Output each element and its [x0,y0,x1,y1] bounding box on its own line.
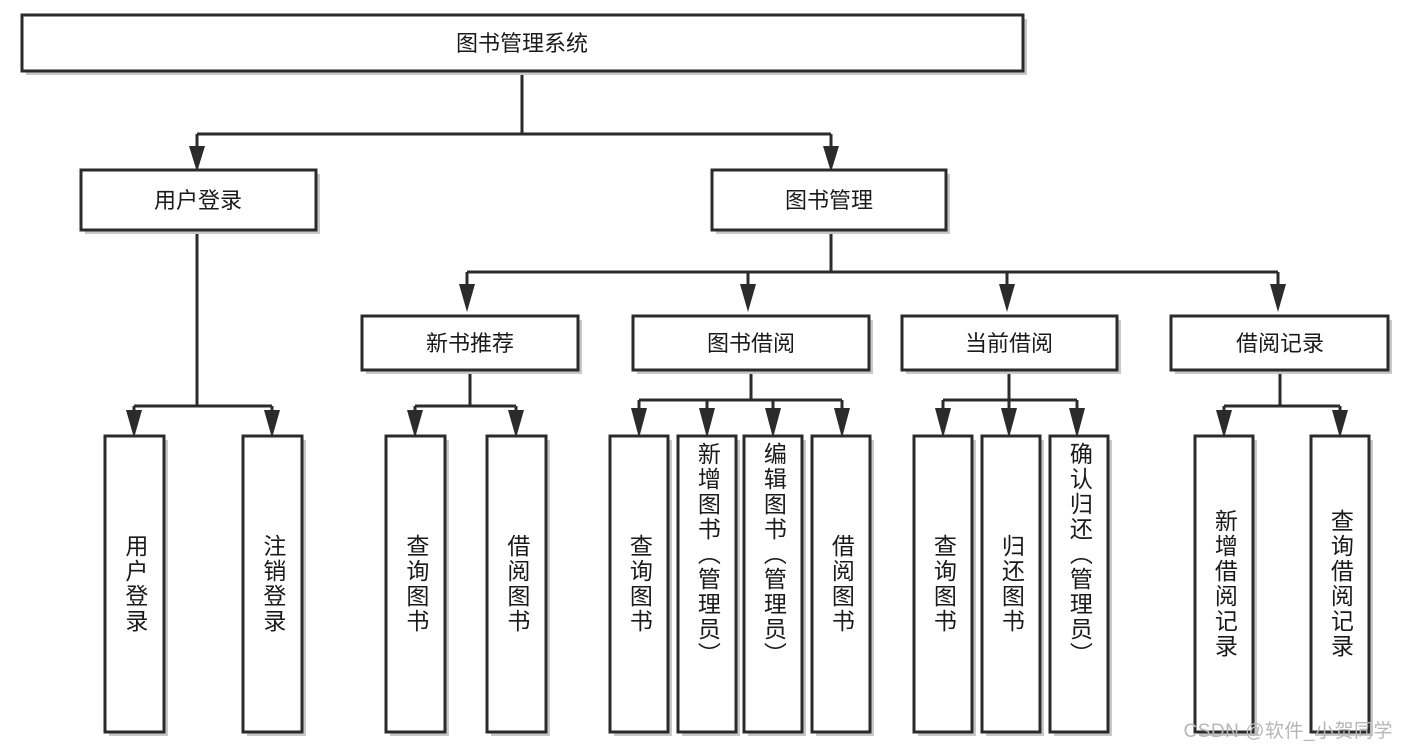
borrow-record-label: 借阅记录 [1236,331,1324,356]
leaf-borrow-book-2[interactable] [810,434,874,736]
arrow-to-user-login [189,146,205,172]
arrow-to-leaf-return-book [1001,408,1017,438]
leaf-query-book-3-box[interactable] [912,434,974,734]
book-borrow-box[interactable] [631,314,871,372]
leaf-query-record-box[interactable] [1309,434,1371,734]
arrow-to-book-borrow [740,284,756,312]
arrow-to-leaf-add-book [699,408,715,438]
node-book-borrow[interactable]: 图书借阅 [631,314,873,374]
node-new-book-recommend[interactable]: 新书推荐 [360,314,582,374]
leaf-borrow-book-1[interactable] [485,434,550,736]
leaf-return-book-box[interactable] [980,434,1042,734]
leaf-borrow-book-2-box[interactable] [810,434,872,734]
leaf-confirm-return-box[interactable] [1048,434,1110,734]
arrow-to-leaf-edit-book [765,408,781,438]
arrow-to-leaf-borrow-book-1 [508,410,524,438]
arrow-to-leaf-user-login [126,410,142,438]
node-borrow-record[interactable]: 借阅记录 [1169,314,1392,374]
connector-root-bus [195,73,833,158]
new-book-recommend-box[interactable] [360,314,580,372]
leaf-logout-box[interactable] [241,434,304,734]
leaf-add-book-box[interactable] [676,434,738,734]
leaf-query-record[interactable] [1309,434,1373,736]
leaf-query-book-1[interactable] [384,434,449,736]
connector-bookmgmt-bus [465,233,1280,288]
arrow-to-book-management [823,146,839,172]
connector-bookborrow-bus [637,373,844,418]
arrow-to-current-borrow [999,284,1015,312]
leaf-edit-book-box[interactable] [742,434,804,734]
arrow-to-leaf-query-book-3 [935,408,951,438]
root-label: 图书管理系统 [456,31,588,56]
watermark: CSDN @软件_小贺同学 [1183,721,1393,742]
book-management-label: 图书管理 [785,188,873,213]
connector-layer [126,73,1348,438]
connector-userlogin-bus [132,233,274,418]
current-borrow-label: 当前借阅 [965,331,1053,356]
leaf-confirm-return[interactable] [1048,434,1112,736]
leaf-query-book-2-box[interactable] [608,434,670,734]
node-user-login[interactable]: 用户登录 [79,168,320,234]
leaf-logout[interactable] [241,434,306,736]
book-borrow-label: 图书借阅 [707,331,795,356]
leaf-borrow-book-1-box[interactable] [485,434,548,734]
leaf-query-book-2[interactable] [608,434,672,736]
borrow-record-box[interactable] [1169,314,1390,372]
current-borrow-box[interactable] [900,314,1119,372]
connector-borrowrecord-bus [1222,373,1342,418]
arrow-to-new-book-recommend [459,284,475,312]
node-book-management[interactable]: 图书管理 [710,168,950,234]
book-management-box[interactable] [710,168,948,232]
leaf-query-book-3[interactable] [912,434,976,736]
leaf-add-book[interactable] [676,434,740,736]
user-login-box[interactable] [79,168,318,232]
arrow-to-leaf-add-record [1216,410,1232,438]
arrow-to-borrow-record [1270,284,1286,312]
arrow-to-leaf-logout [264,410,280,438]
leaf-query-book-1-box[interactable] [384,434,447,734]
leaf-user-login[interactable] [103,434,168,736]
leaf-add-record[interactable] [1193,434,1257,736]
user-login-label: 用户登录 [154,188,242,213]
leaf-add-record-box[interactable] [1193,434,1255,734]
arrow-to-leaf-query-record [1332,410,1348,438]
arrow-to-leaf-query-book-2 [631,408,647,438]
node-root[interactable]: 图书管理系统 [20,13,1027,75]
arrow-to-leaf-confirm-return [1069,408,1085,438]
node-current-borrow[interactable]: 当前借阅 [900,314,1121,374]
root-box[interactable] [20,13,1025,73]
leaf-user-login-box[interactable] [103,434,166,734]
connector-newbook-bus [413,373,518,418]
new-book-recommend-label: 新书推荐 [426,331,514,356]
arrow-to-leaf-borrow-book-2 [834,408,850,438]
leaf-return-book[interactable] [980,434,1044,736]
arrow-to-leaf-query-book-1 [407,410,423,438]
leaf-edit-book[interactable] [742,434,806,736]
